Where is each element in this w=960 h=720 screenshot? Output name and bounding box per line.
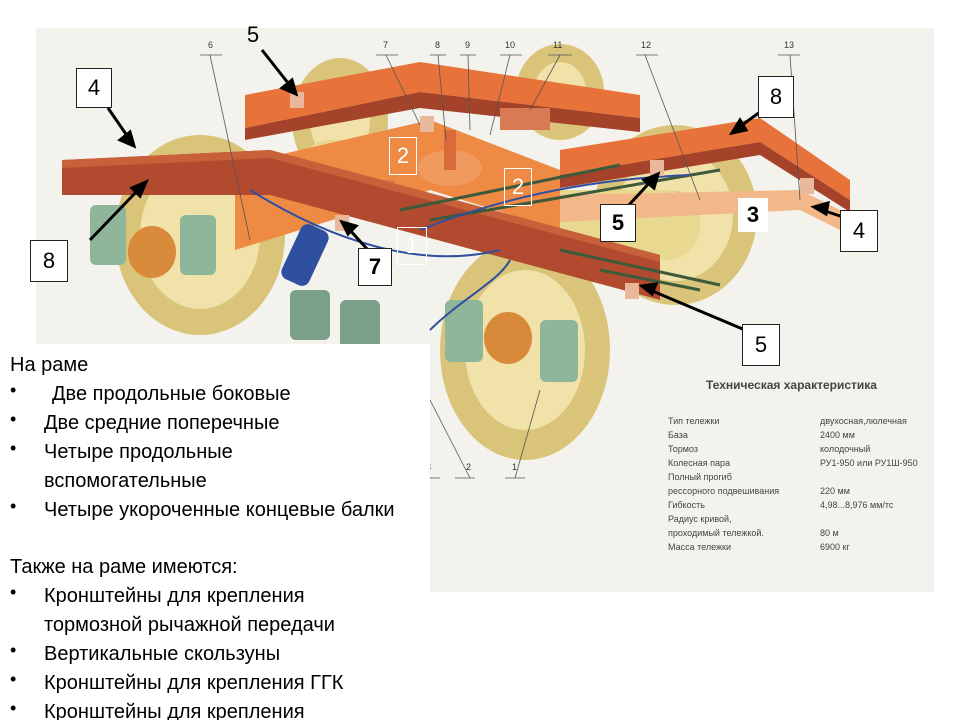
brake-pipes: [249, 174, 691, 331]
spec-label: рессорного подвешивания: [668, 486, 780, 496]
spec-label: Тип тележки: [668, 416, 720, 426]
frame-notes: На раме • Две продольные боковые • Две с…: [0, 344, 430, 720]
part-number-6: 6: [208, 40, 214, 50]
part-number-11: 11: [553, 40, 563, 50]
note-item: Четыре продольные вспомогательные: [44, 441, 233, 492]
callout-2-mid: 2: [389, 137, 417, 175]
notes-heading-also: Также на раме имеются:: [10, 556, 238, 578]
spec-value: двухосная,люлечная: [820, 416, 907, 426]
leader-lines: [200, 54, 801, 479]
part-number-bottom-1: 1: [512, 462, 518, 472]
spec-label: Тормоз: [668, 444, 699, 454]
brake-brackets: [290, 92, 814, 299]
callout-2-right: 2: [504, 168, 532, 206]
axle-box-left: [128, 226, 176, 278]
frame-side-beam-right: [560, 118, 850, 200]
bullet-icon: •: [10, 669, 17, 689]
spec-label: Полный прогиб: [668, 472, 732, 482]
callout-5-top: 5: [246, 22, 260, 47]
spec-value: 220 мм: [820, 486, 850, 496]
note-item: Вертикальные скользуны: [44, 643, 281, 665]
spec-label: Гибкость: [668, 500, 705, 510]
callout-3: 3: [738, 198, 768, 232]
callout-5-mid: 5: [600, 204, 636, 242]
axle-box-center: [484, 312, 532, 364]
spec-value: 2400 мм: [820, 430, 855, 440]
note-item: Четыре укороченные концевые балки: [44, 499, 395, 521]
part-number-bottom-2: 2: [466, 462, 472, 472]
spec-value: 6900 кг: [820, 542, 850, 552]
spec-label: проходимый тележкой.: [668, 528, 764, 538]
note-item: Кронштейны для крепления: [44, 701, 305, 720]
spec-label: Колесная пара: [668, 458, 731, 468]
bullet-icon: •: [10, 409, 17, 429]
side-bearer-right: [500, 108, 550, 130]
callout-8-top: 8: [758, 76, 794, 118]
notes-heading-frame: На раме: [10, 354, 89, 376]
spec-label: Масса тележки: [668, 542, 731, 552]
bullet-icon: •: [10, 380, 17, 400]
part-number-12: 12: [641, 40, 652, 50]
spec-value: 80 м: [820, 528, 839, 538]
bullet-icon: •: [10, 438, 17, 458]
callout-4-right: 4: [840, 210, 878, 252]
note-item: Две продольные боковые: [52, 383, 291, 405]
spec-label: База: [668, 430, 688, 440]
callout-7: 7: [358, 248, 392, 286]
spring-set-center: [445, 300, 578, 382]
bullet-icon: •: [10, 698, 17, 718]
brake-rods: [399, 163, 721, 292]
note-item: Две средние поперечные: [44, 412, 280, 434]
frame-side-beam-left: [62, 150, 660, 300]
note-item: Кронштейны для крепления ГГК: [44, 672, 344, 694]
spring-set-bottom-left: [290, 290, 380, 350]
callout-4-left: 4: [76, 68, 112, 108]
spec-value: РУ1-950 или РУ1Ш-950: [820, 458, 918, 468]
part-number-10: 10: [505, 40, 516, 50]
part-number-7: 7: [383, 40, 389, 50]
spec-value: 4,98...8,976 мм/тс: [820, 500, 894, 510]
callout-8-left: 8: [30, 240, 68, 282]
technical-specifications: Техническая характеристика Тип тележки д…: [668, 378, 940, 578]
bullet-icon: •: [10, 640, 17, 660]
spring-set-left: [90, 205, 216, 275]
note-item: Кронштейны для крепления тормозной рычаж…: [44, 585, 335, 636]
bullet-icon: •: [10, 496, 17, 516]
spec-title: Техническая характеристика: [706, 378, 877, 392]
spec-label: Радиус кривой,: [668, 514, 732, 524]
callout-5-bottom: 5: [742, 324, 780, 366]
part-number-13: 13: [784, 40, 795, 50]
callout-1: 1: [397, 227, 427, 265]
part-number-9: 9: [465, 40, 471, 50]
bullet-icon: •: [10, 582, 17, 602]
frame-back-beam: [245, 62, 640, 128]
callout-arrows: [88, 49, 859, 332]
spec-value: колодочный: [820, 444, 871, 454]
hydraulic-damper: [281, 224, 329, 286]
part-number-8: 8: [435, 40, 441, 50]
